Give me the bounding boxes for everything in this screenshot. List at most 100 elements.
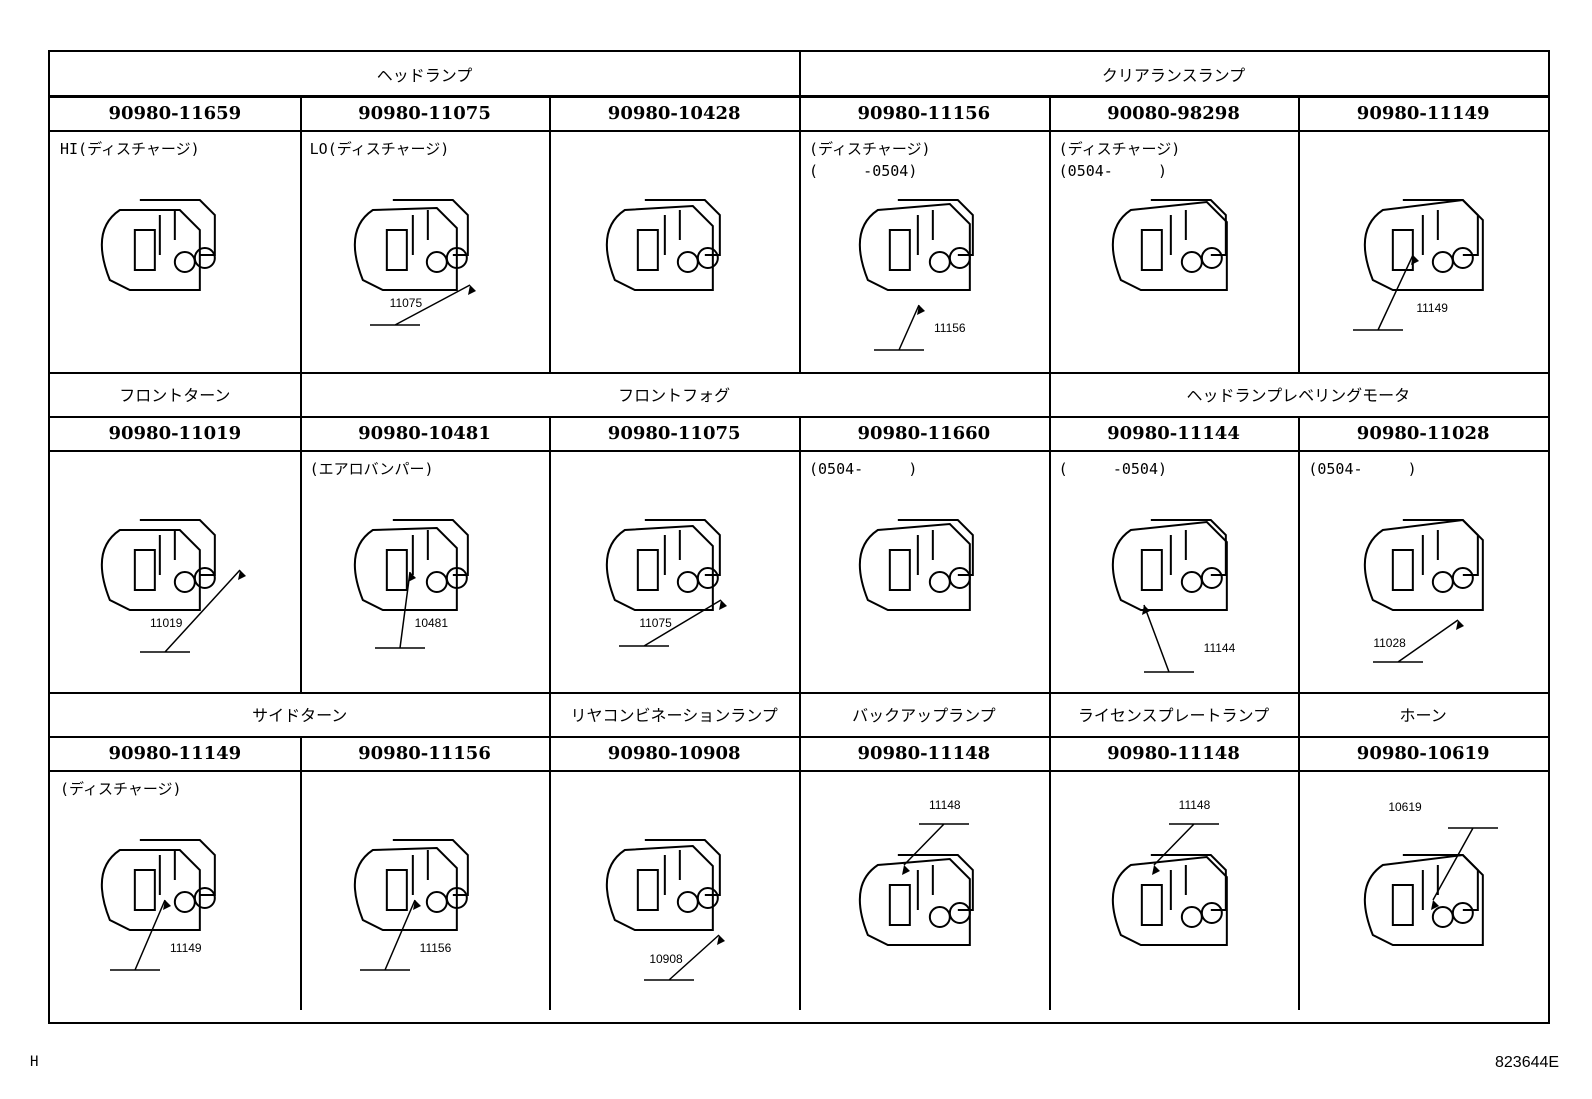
part-number: 90980-10908 (549, 736, 799, 770)
category-label: ヘッドランプレベリングモータ (1186, 386, 1411, 405)
category-label: バックアップランプ (852, 706, 996, 725)
connector-note: (ディスチャージ) ( -0504) (809, 140, 931, 180)
table-rule (50, 372, 1548, 374)
connector-note: (エアロバンパー) (309, 460, 434, 478)
part-number-text: 90980-10481 (358, 422, 491, 444)
part-number-text: 90980-11148 (857, 742, 991, 764)
part-number-text: 90980-10619 (1356, 742, 1490, 764)
connector-drawing-icon (353, 519, 469, 649)
connector-drawing-icon (353, 199, 476, 326)
table-rule (1048, 736, 1051, 1010)
callout-label: 11149 (170, 941, 202, 955)
category-label: クリアランスランプ (1101, 66, 1246, 85)
connector-cell: 10619 (1298, 770, 1548, 1010)
table-rule (299, 736, 302, 1010)
part-number-text: 90980-11075 (607, 422, 741, 444)
category-header: ヘッドランプ (50, 52, 799, 96)
table-rule (549, 96, 552, 372)
table-rule (549, 692, 552, 736)
part-number-text: 90980-11156 (358, 742, 491, 764)
callout-leader (1373, 619, 1459, 663)
connector-drawing-icon (1111, 199, 1228, 291)
callout-label: 11156 (934, 321, 966, 335)
callout-leader (359, 899, 416, 971)
callout-label: 10619 (1388, 800, 1422, 814)
table-rule (549, 736, 552, 1010)
connector-drawing-icon (858, 823, 974, 946)
table-rule (299, 416, 302, 692)
part-number-text: 90980-10908 (607, 742, 741, 764)
connector-note: ( -0504) (1058, 460, 1168, 478)
connector-drawing-icon (606, 199, 722, 291)
category-header: フロントフォグ (300, 372, 1049, 416)
callout-label: 11156 (419, 941, 452, 955)
part-number-text: 90980-11156 (857, 102, 991, 124)
part-number-text: 90980-11148 (1107, 742, 1240, 764)
connector-cell: ( -0504)11144 (1049, 450, 1299, 692)
callout-leader (903, 823, 969, 866)
part-number-text: 90980-11149 (108, 742, 242, 764)
callout-leader (110, 899, 166, 971)
callout-leader (644, 934, 720, 981)
connector-note: HI(ディスチャージ) (60, 140, 200, 158)
part-number-text: 90080-98298 (1107, 102, 1240, 124)
connector-cell: 10908 (549, 770, 799, 1010)
connector-note: LO(ディスチャージ) (309, 140, 450, 158)
part-number: 90980-11149 (1298, 96, 1548, 130)
connector-drawing-icon (606, 839, 726, 981)
category-header: バックアップランプ (799, 692, 1049, 736)
table-rule (799, 416, 801, 692)
callout-leader (874, 304, 924, 351)
table-rule (1048, 692, 1051, 736)
connector-drawing-icon (1353, 198, 1485, 331)
figure-id: 823644E (1495, 1054, 1560, 1071)
connector-note: (0504- ) (809, 460, 918, 478)
part-number-text: 90980-10428 (607, 102, 741, 124)
table-rule (299, 96, 302, 372)
connector-cell: LO(ディスチャージ) 11075 (300, 130, 550, 372)
connector-cell: (0504- )11028 (1298, 450, 1548, 692)
category-label: フロントフォグ (618, 386, 731, 405)
category-header: クリアランスランプ (799, 52, 1548, 96)
table-rule (799, 96, 801, 372)
connector-drawing-icon (858, 519, 974, 611)
category-label: フロントターン (119, 386, 231, 405)
part-number-text: 90980-11019 (108, 422, 242, 444)
part-number: 90980-11075 (549, 416, 799, 450)
part-number: 90980-11075 (300, 96, 550, 130)
category-header: ホーン (1298, 692, 1548, 736)
category-label: サイドターン (252, 706, 348, 725)
table-rule (1298, 96, 1301, 372)
table-rule (549, 416, 552, 692)
connector-drawing-icon (858, 199, 974, 351)
part-number-text: 90980-11659 (108, 102, 242, 124)
part-number: 90980-11659 (50, 96, 300, 130)
callout-label: 11028 (1373, 636, 1406, 650)
connector-cell: (ディスチャージ) ( -0504) 11156 (799, 130, 1049, 372)
connector-cell: 11148 (1049, 770, 1299, 1010)
callout-label: 11148 (929, 798, 961, 812)
part-number: 90980-10619 (1298, 736, 1548, 770)
callout-leader (619, 599, 722, 647)
part-number-text: 90980-11075 (358, 102, 491, 124)
part-number: 90980-11028 (1298, 416, 1548, 450)
connector-cell (549, 130, 799, 372)
connector-note: (ディスチャージ) (0504- ) (1058, 140, 1181, 180)
sheet-mark: H (30, 1054, 39, 1070)
connector-cell: (ディスチャージ) (0504- ) (1049, 130, 1299, 372)
part-number: 90980-11660 (799, 416, 1049, 450)
part-number: 90980-10428 (549, 96, 799, 130)
part-number: 90980-11019 (50, 416, 300, 450)
connector-drawing-icon (100, 199, 216, 291)
connector-cell: 11019 (50, 450, 300, 692)
table-rule (799, 52, 801, 96)
table-rule (799, 736, 801, 1010)
connector-drawing-icon (606, 519, 728, 647)
callout-label: 11075 (389, 296, 423, 310)
part-number-text: 90980-11660 (857, 422, 991, 444)
category-header: リヤコンビネーションランプ (549, 692, 799, 736)
connector-drawing-icon (1111, 519, 1228, 673)
connector-cell: 11156 (300, 770, 550, 1010)
connector-cell: (0504- ) (799, 450, 1049, 692)
callout-leader (369, 284, 471, 326)
